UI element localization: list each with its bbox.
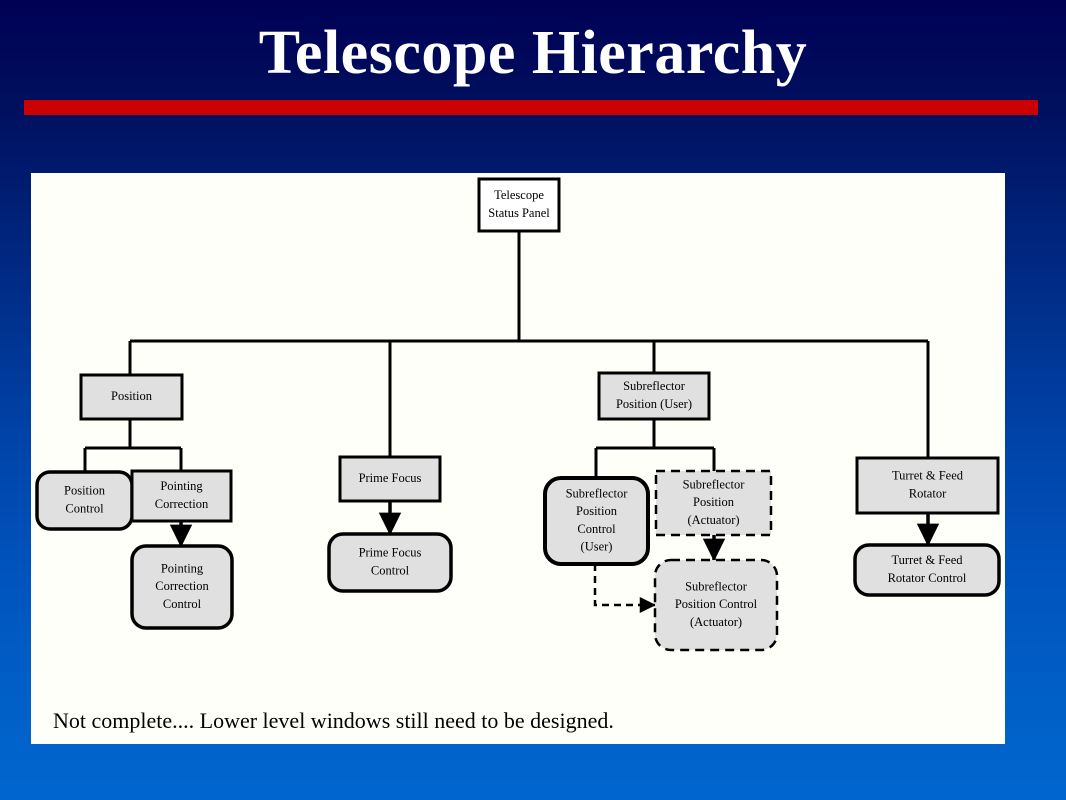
diagram-edge-user-control-to-actuator-control	[593, 564, 657, 613]
node-label: Position	[111, 389, 153, 403]
diagram-node-position[interactable]: Position	[79, 373, 184, 421]
node-box	[853, 543, 1001, 597]
node-label: Prime Focus	[359, 471, 422, 485]
page-title: Telescope Hierarchy	[258, 19, 808, 87]
node-box	[338, 455, 442, 503]
node-box	[654, 469, 773, 537]
diagram-edges	[83, 231, 940, 613]
node-box	[597, 371, 711, 421]
title-divider-rule	[24, 100, 1038, 115]
diagram-node-prime-focus[interactable]: Prime Focus	[338, 455, 442, 503]
panel-caption: Not complete.... Lower level windows sti…	[53, 708, 614, 733]
node-box	[79, 373, 184, 421]
node-box	[477, 177, 561, 233]
node-box	[543, 476, 650, 566]
node-box	[855, 456, 1000, 515]
node-box	[130, 544, 234, 630]
node-box	[327, 532, 453, 593]
node-box	[653, 558, 779, 652]
node-box	[130, 469, 233, 523]
